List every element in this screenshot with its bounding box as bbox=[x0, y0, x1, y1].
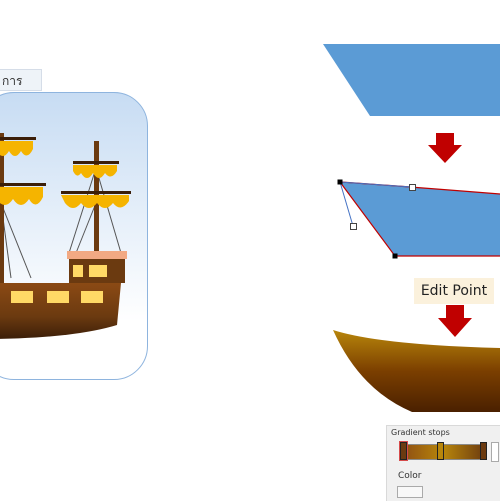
gradient-stop-handle[interactable] bbox=[437, 442, 444, 460]
vertex-handle[interactable] bbox=[392, 253, 398, 259]
gradient-stop-handle[interactable] bbox=[399, 441, 408, 461]
parallelogram-shape[interactable] bbox=[323, 44, 500, 116]
sail bbox=[61, 195, 129, 208]
sail bbox=[0, 141, 33, 156]
vertex-handle[interactable] bbox=[337, 179, 343, 185]
down-arrow-icon bbox=[428, 133, 462, 163]
main-mast bbox=[0, 133, 4, 283]
sail bbox=[73, 165, 117, 178]
color-label: Color bbox=[398, 471, 422, 481]
add-stop-button[interactable] bbox=[491, 442, 499, 462]
gradient-stop-handle[interactable] bbox=[480, 442, 487, 460]
edited-shape[interactable] bbox=[340, 182, 500, 256]
bezier-handle[interactable] bbox=[350, 223, 357, 230]
down-arrow-icon bbox=[438, 305, 472, 337]
ship-illustration-card bbox=[0, 92, 148, 380]
ship-illustration bbox=[0, 133, 131, 339]
color-picker-button[interactable] bbox=[397, 486, 423, 498]
edit-point-label: Edit Point bbox=[414, 278, 494, 304]
gradient-hull-shape[interactable] bbox=[333, 330, 500, 412]
gradient-stops-title: Gradient stops bbox=[391, 428, 450, 437]
sail bbox=[0, 187, 43, 205]
bezier-handle[interactable] bbox=[409, 184, 416, 191]
gradient-stops-panel: Gradient stops Color bbox=[386, 425, 500, 501]
